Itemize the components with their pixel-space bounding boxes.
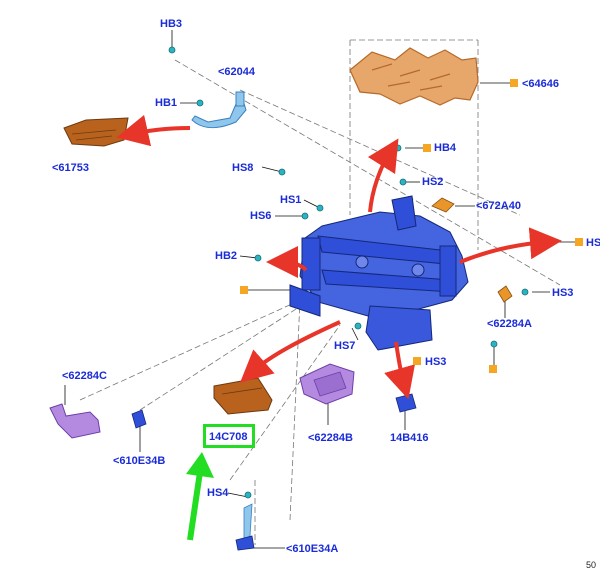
label-hs6: HS6: [250, 210, 272, 222]
page-number: 50: [586, 560, 597, 570]
label-62284b: <62284B: [308, 432, 353, 444]
seat-frame-main: [289, 195, 469, 351]
label-hb2: HB2: [215, 250, 238, 262]
highlight-box-14c708: [203, 424, 255, 448]
label-hb1: HB1: [155, 97, 178, 109]
part-14b416: [395, 393, 417, 413]
marker-square-hs3-lower: [413, 357, 421, 365]
label-hs4: HS4: [207, 487, 229, 499]
part-610e34a-clip: [235, 503, 255, 551]
label-hs1: HS1: [280, 194, 302, 206]
label-hs8: HS8: [232, 162, 254, 174]
part-62284a: [497, 285, 513, 303]
marker-square-64646: [510, 79, 518, 87]
label-64646: <64646: [522, 78, 560, 90]
part-14c708: [213, 377, 273, 415]
label-61753: <61753: [52, 162, 90, 174]
part-62044-bracket: [191, 91, 247, 129]
label-62284c: <62284C: [62, 370, 107, 382]
red-removal-arrows: [116, 114, 562, 400]
part-61753-cover: [63, 117, 129, 147]
marker-square-hs-right: [575, 238, 583, 246]
part-610e34b-clip: [131, 409, 147, 429]
label-hs3-right: HS3: [552, 287, 574, 299]
part-62284c-cover: [49, 403, 101, 439]
marker-square-bottom-right: [489, 365, 497, 373]
label-610e34b: <610E34B: [113, 455, 166, 467]
label-hb3: HB3: [160, 18, 183, 30]
label-14c708: 14C708: [209, 431, 248, 443]
label-62044: <62044: [218, 66, 256, 78]
part-62284b-cover: [299, 363, 355, 405]
label-672a40: <672A40: [476, 200, 521, 212]
marker-square-hb4: [423, 144, 431, 152]
label-14b416: 14B416: [390, 432, 429, 444]
part-672a40: [431, 197, 455, 213]
label-hs7: HS7: [334, 340, 356, 352]
label-62284a: <62284A: [487, 318, 532, 330]
green-callout-arrow: [186, 452, 214, 541]
label-610e34a: <610E34A: [286, 543, 339, 555]
label-hs3-lower: HS3: [425, 356, 447, 368]
marker-square-left: [240, 286, 248, 294]
label-hs-right: HS: [586, 237, 600, 249]
part-64646-trim-panel: [349, 47, 479, 106]
label-hs2: HS2: [422, 176, 444, 188]
label-hb4: HB4: [434, 142, 457, 154]
